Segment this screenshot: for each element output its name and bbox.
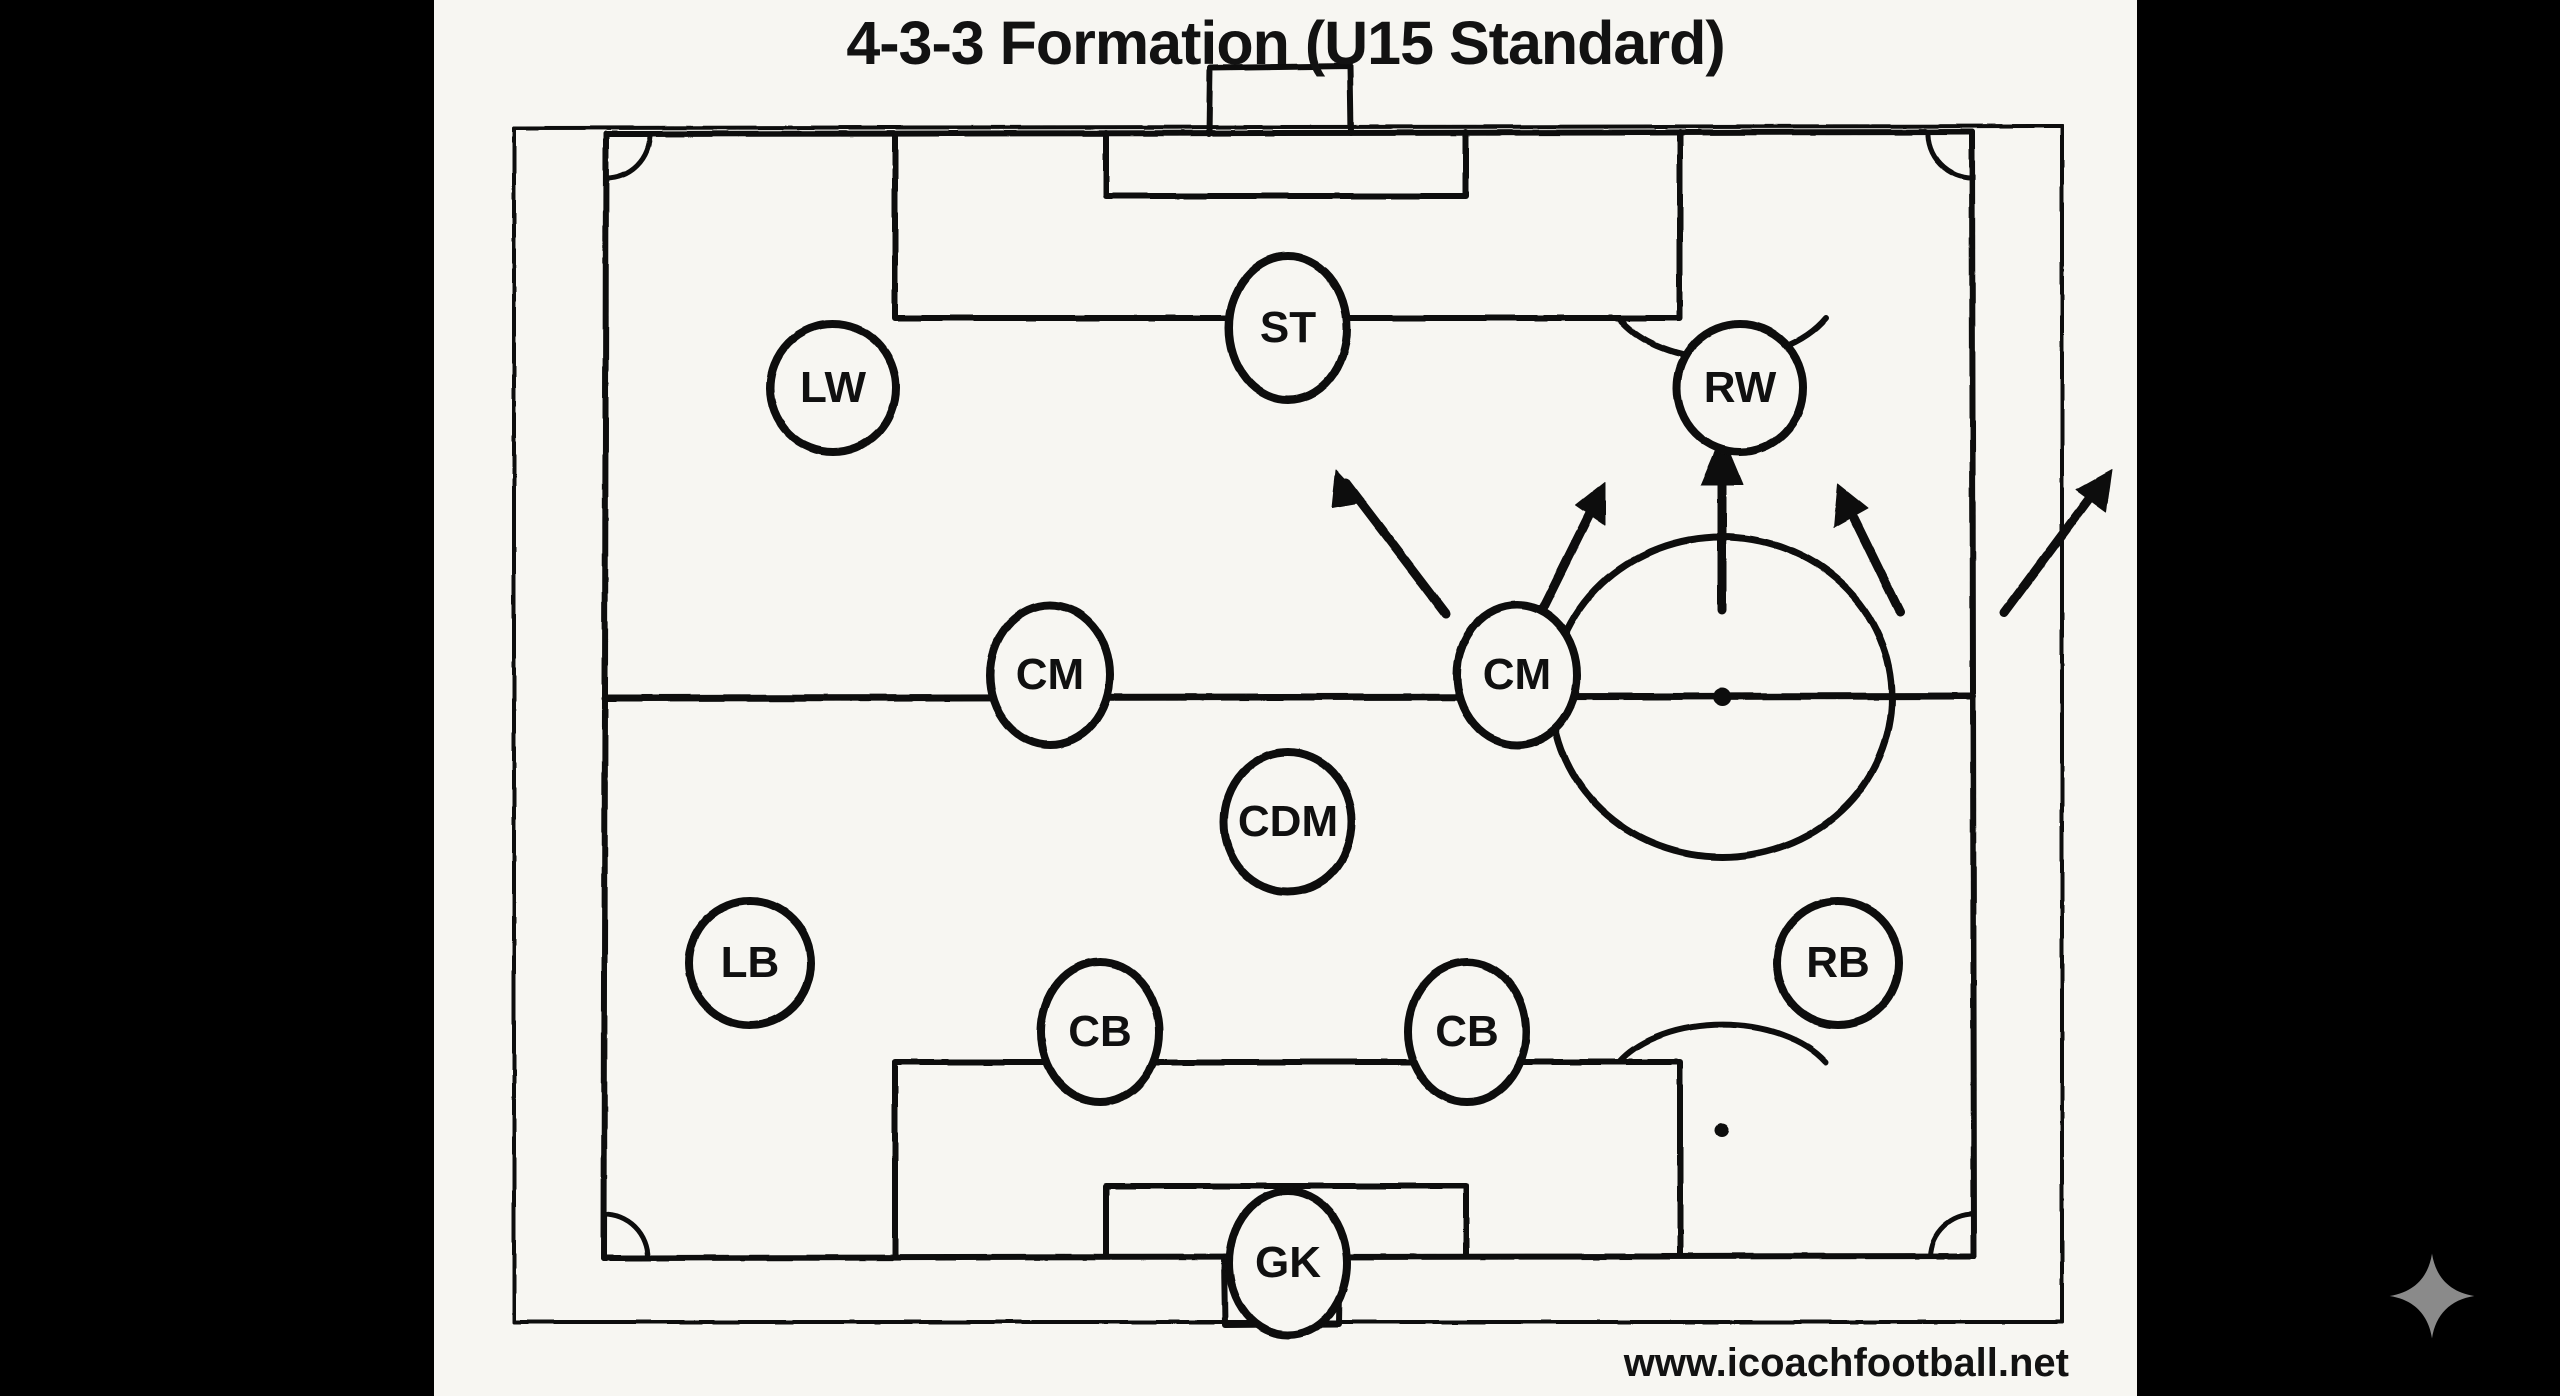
player-token-cb1 [1037,958,1163,1106]
corner-arcs [601,129,1977,1261]
player-token-cb2 [1404,958,1530,1106]
movement-arrows [1331,434,2113,619]
center-spot [1713,688,1731,706]
player-token-cm1 [986,601,1114,749]
top-goal-net [1206,63,1354,137]
player-token-lw [766,320,900,456]
player-token-rw [1673,320,1807,456]
footer-website-url: www.icoachfootball.net [1623,1341,2069,1385]
bottom-penalty-spot [1715,1123,1729,1137]
player-token-rb [1773,897,1903,1029]
diagram-frame [512,124,2064,1324]
whiteboard-sheet: 4-3-3 Formation (U15 Standard) www.icoac… [434,0,2137,1396]
sparkle-icon [2389,1253,2475,1339]
arrow-left-outer [1331,469,1451,619]
bottom-penalty-area [892,1059,1683,1260]
player-token-cm2 [1453,601,1581,749]
player-token-gk [1225,1187,1351,1339]
top-goal-area [1103,129,1469,199]
halfway-line [601,692,1977,702]
pitch-diagram [512,63,2113,1339]
bottom-penalty-arc [1616,1021,1829,1065]
arrow-left-inner [1537,481,1606,615]
arrow-center [1700,434,1744,615]
letterbox-bar-right [2137,0,2560,1396]
player-token-cdm [1220,748,1356,896]
bottom-goal-area [1103,1183,1469,1260]
arrow-right-outer [1999,469,2113,618]
player-token-st [1225,252,1351,404]
player-tokens [685,252,1903,1339]
letterbox-bar-left [0,0,434,1396]
arrow-right-inner [1833,483,1905,617]
player-token-lb [685,897,815,1029]
page-title: 4-3-3 Formation (U15 Standard) [846,9,1725,77]
